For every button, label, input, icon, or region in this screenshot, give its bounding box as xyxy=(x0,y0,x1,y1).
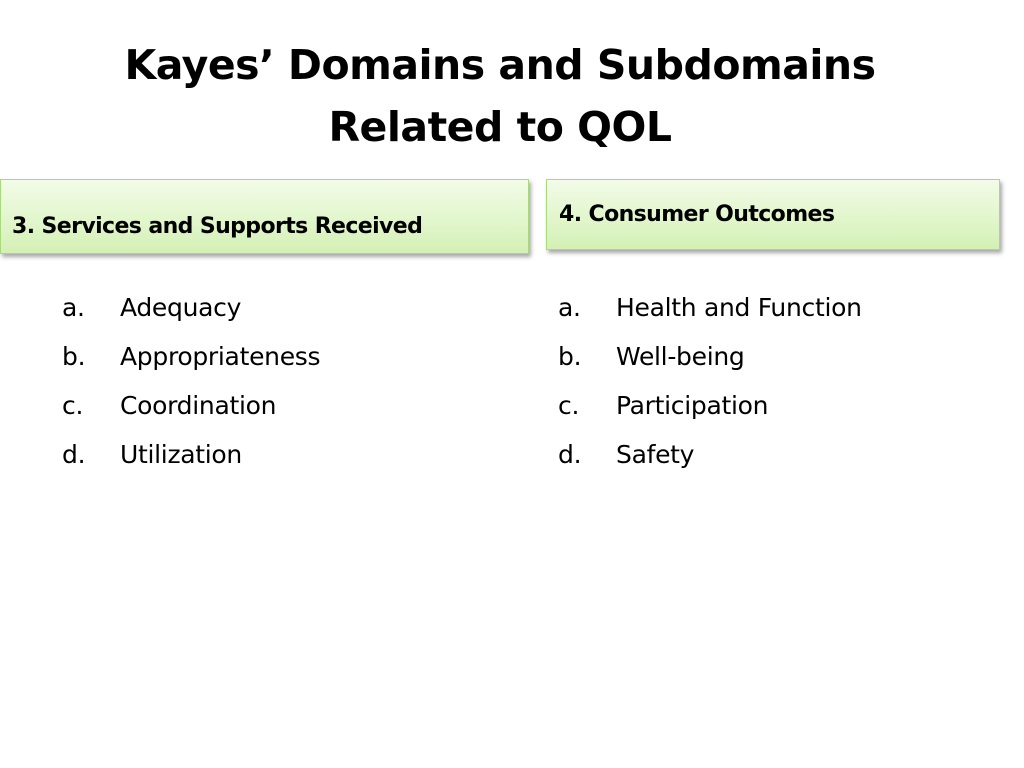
list-item-text: Adequacy xyxy=(120,293,242,322)
subdomain-list-services-supports: a. Adequacy b. Appropriateness c. Coordi… xyxy=(62,283,321,479)
list-item: a. Health and Function xyxy=(558,283,862,332)
list-item: c. Coordination xyxy=(62,381,320,430)
list-marker: d. xyxy=(558,440,582,469)
slide-title-line-1: Kayes’ Domains and Subdomains xyxy=(124,41,876,89)
subdomain-list-consumer-outcomes: a. Health and Function b. Well-being c. … xyxy=(558,283,862,479)
domain-header-consumer-outcomes: 4. Consumer Outcomes xyxy=(546,179,1000,250)
list-marker: a. xyxy=(62,293,85,322)
list-item-text: Utilization xyxy=(120,440,242,469)
list-item: c. Participation xyxy=(558,381,862,430)
list-marker: c. xyxy=(62,391,84,420)
slide-title: Kayes’ Domains and Subdomains Related to… xyxy=(0,34,1000,158)
list-item: a. Adequacy xyxy=(62,283,320,332)
list-marker: b. xyxy=(62,342,86,371)
list-item-text: Coordination xyxy=(120,391,277,420)
slide-title-line-2: Related to QOL xyxy=(328,103,672,151)
list-item: d. Utilization xyxy=(62,430,320,479)
list-marker: b. xyxy=(558,342,582,371)
list-item: b. Well-being xyxy=(558,332,862,381)
domain-header-services-supports: 3. Services and Supports Received xyxy=(0,179,529,254)
list-marker: a. xyxy=(558,293,581,322)
list-marker: d. xyxy=(62,440,86,469)
list-marker: c. xyxy=(558,391,580,420)
list-item: d. Safety xyxy=(558,430,862,479)
domain-header-label: 3. Services and Supports Received xyxy=(12,214,423,239)
list-item-text: Health and Function xyxy=(616,293,862,322)
domain-header-label: 4. Consumer Outcomes xyxy=(559,202,835,227)
list-item-text: Well-being xyxy=(616,342,745,371)
list-item: b. Appropriateness xyxy=(62,332,321,381)
list-item-text: Participation xyxy=(616,391,769,420)
list-item-text: Safety xyxy=(616,440,695,469)
list-item-text: Appropriateness xyxy=(120,342,321,371)
